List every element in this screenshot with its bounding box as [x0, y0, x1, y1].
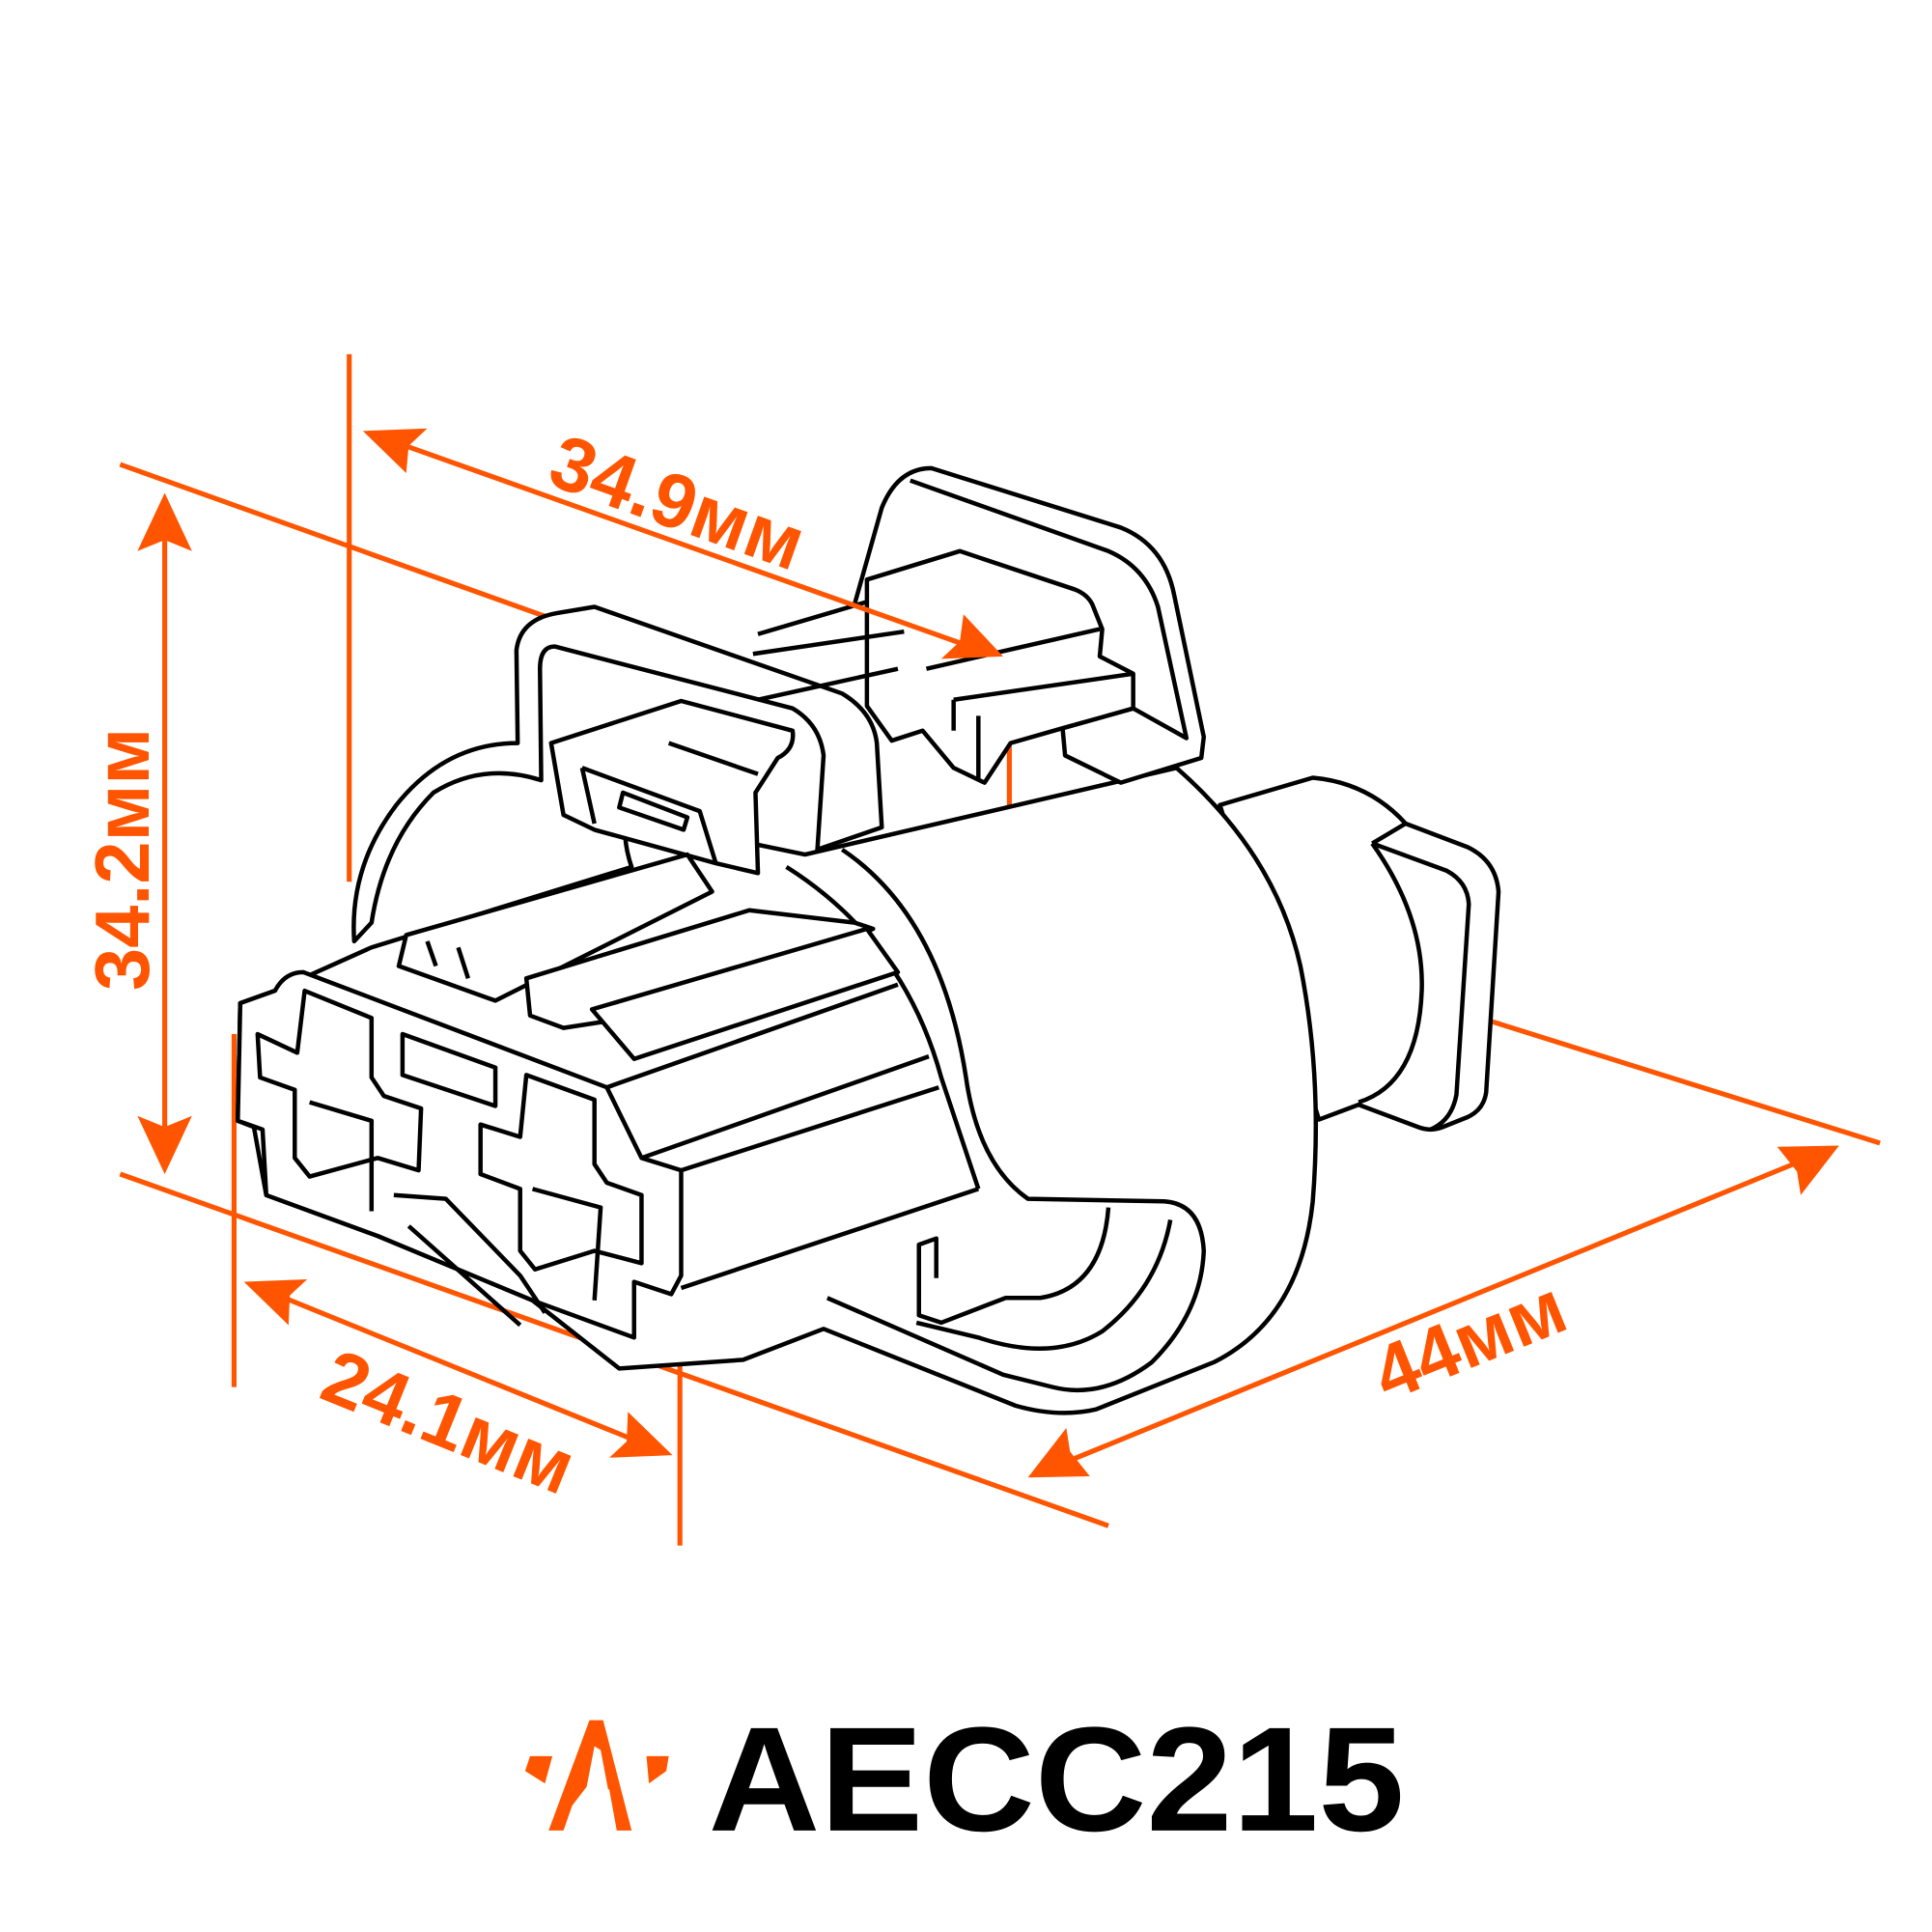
dimension-arrow-34-2: [137, 492, 192, 1174]
dimension-label-34-9: 34.9мм: [540, 417, 816, 586]
connector-outline: [236, 465, 1501, 1415]
dimension-arrow-24-1: [243, 1279, 673, 1458]
orange-star-a-logo-icon: [524, 1720, 669, 1831]
dimension-label-44: 44мм: [1361, 1263, 1578, 1417]
dimension-arrow-34-9: [362, 428, 1003, 659]
product-code: AECC215: [709, 1696, 1405, 1862]
dimension-label-24-1: 24.1мм: [311, 1332, 587, 1511]
dimension-arrow-44: [1027, 1145, 1839, 1478]
dimension-label-34-2: 34.2мм: [79, 728, 165, 991]
